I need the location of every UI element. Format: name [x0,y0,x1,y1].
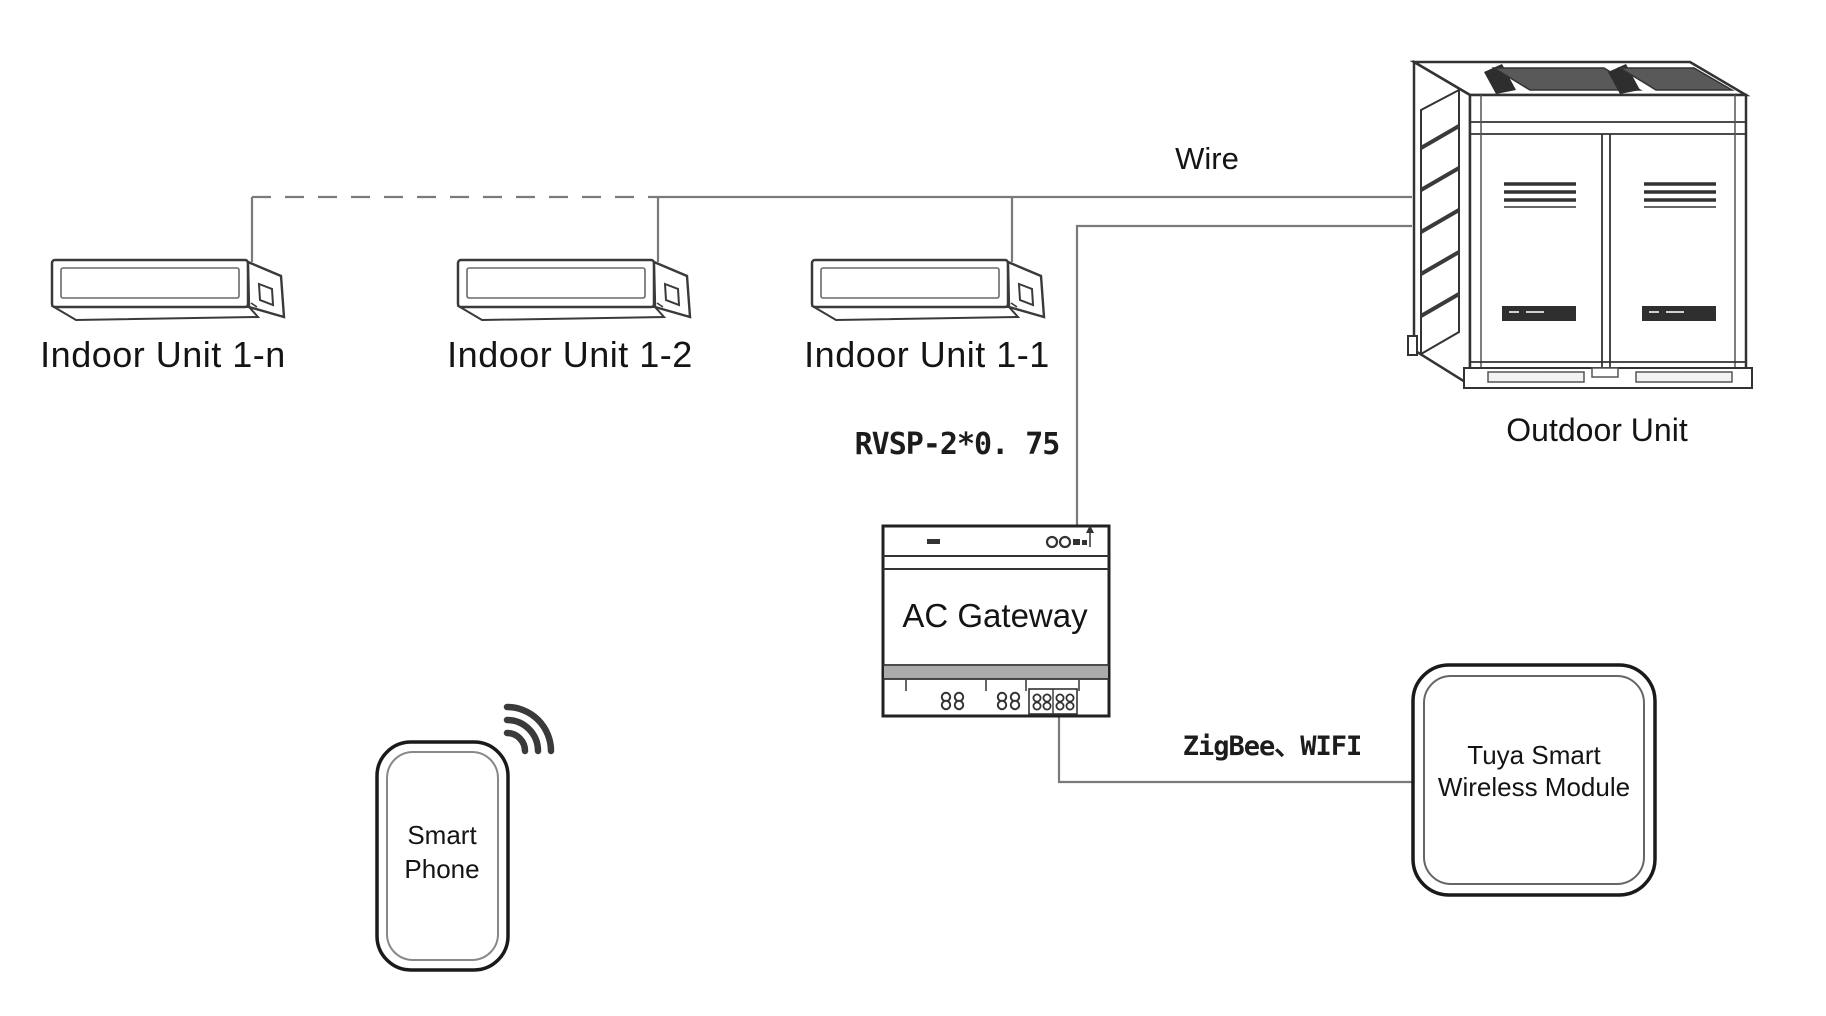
smartphone-drawing [375,740,510,972]
indoor-unit-1n-drawing [50,258,286,322]
gateway-to-module-wire [1057,716,1414,784]
wireless-link-label: ZigBee、WIFI [1182,731,1363,762]
tuya-module-label-line2: Wireless Module [1437,772,1631,802]
indoor-unit-11-drawing [810,258,1046,322]
louver-panel [1419,88,1461,356]
outdoor-unit-label: Outdoor Unit [1506,412,1688,448]
outdoor-unit-drawing [1407,59,1753,389]
gateway-ports-icon [1045,525,1094,549]
wifi-signal-icon [503,703,555,755]
gateway-label: AC Gateway [902,597,1088,634]
indoor-unit-1n-label: Indoor Unit 1-n [40,334,286,375]
indoor-unit-12-label: Indoor Unit 1-2 [447,334,693,375]
nameplates [1502,306,1716,321]
vent-grille-right [1644,182,1716,208]
gateway-drawing [881,524,1111,718]
cable-spec-label: RVSP-2*0. 75 [854,427,1061,462]
indoor-unit-11-label: Indoor Unit 1-1 [804,334,1050,375]
fan-grille-icons [1484,64,1735,94]
base-rail [1463,367,1753,389]
tuya-module-label-line1: Tuya Smart [1467,740,1601,770]
wire-label: Wire [1175,141,1239,176]
indoor-unit-12-drawing [456,258,692,322]
gateway-terminals-icon [905,680,1080,715]
smartphone-label-line1: Smart [407,820,477,850]
gateway-to-outdoor-wire [1075,224,1412,527]
smartphone-label-line2: Phone [404,854,480,884]
tuya-module-drawing [1411,663,1657,897]
vent-grille-left [1504,182,1576,208]
wiring [250,195,1414,784]
